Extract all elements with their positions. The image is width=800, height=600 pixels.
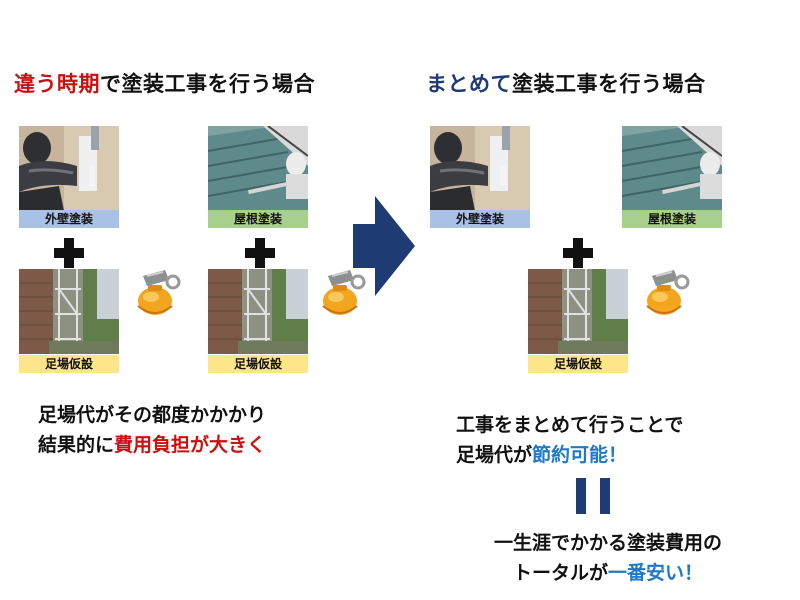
left-explanation-line1: 足場代がその都度かかかり: [38, 404, 267, 426]
plus-icon: [52, 236, 86, 270]
right-explanation-highlight: 節約可能！: [532, 444, 628, 466]
left-heading-rest: で塗装工事を行う場合: [100, 72, 315, 96]
scaffold-label: 足場仮設: [208, 355, 308, 373]
roof-label: 屋根塗装: [622, 210, 722, 228]
roof-photo: [208, 126, 308, 211]
plus-icon: [243, 236, 277, 270]
right-heading-highlight: まとめて: [426, 72, 512, 96]
right-heading: まとめて塗装工事を行う場合: [426, 68, 706, 98]
right-explanation: 工事をまとめて行うことで 足場代が節約可能！: [456, 410, 683, 470]
conclusion-highlight: 一番安い！: [608, 562, 704, 584]
right-explanation-line1: 工事をまとめて行うことで: [456, 414, 684, 436]
money-bag-icon: [133, 268, 183, 316]
left-explanation-line2-prefix: 結果的に: [38, 434, 115, 456]
left-explanation-highlight: 費用負担が大きく: [114, 434, 267, 456]
right-arrow-icon: [353, 196, 415, 296]
left-heading: 違う時期で塗装工事を行う場合: [14, 68, 315, 98]
right-explanation-line2-prefix: 足場代が: [456, 444, 533, 466]
conclusion-line1: 一生涯でかかる塗装費用の: [493, 532, 722, 554]
roof-photo: [622, 126, 722, 211]
scaffold-label: 足場仮設: [528, 355, 628, 373]
exterior-wall-label: 外壁塗装: [430, 210, 530, 228]
equals-sign: [600, 478, 610, 514]
exterior-wall-label: 外壁塗装: [19, 210, 119, 228]
exterior-wall-photo: [19, 126, 119, 211]
left-heading-highlight: 違う時期: [14, 72, 100, 96]
conclusion: 一生涯でかかる塗装費用の トータルが一番安い！: [448, 528, 768, 588]
equals-sign: [576, 478, 586, 514]
scaffold-photo: [208, 269, 308, 354]
scaffold-label: 足場仮設: [19, 355, 119, 373]
conclusion-line2-prefix: トータルが: [512, 562, 608, 584]
right-heading-rest: 塗装工事を行う場合: [512, 72, 706, 96]
scaffold-photo: [528, 269, 628, 354]
plus-icon: [561, 236, 595, 270]
exterior-wall-photo: [430, 126, 530, 211]
scaffold-photo: [19, 269, 119, 354]
roof-label: 屋根塗装: [208, 210, 308, 228]
left-explanation: 足場代がその都度かかかり 結果的に費用負担が大きく: [38, 400, 266, 460]
money-bag-icon: [642, 268, 692, 316]
